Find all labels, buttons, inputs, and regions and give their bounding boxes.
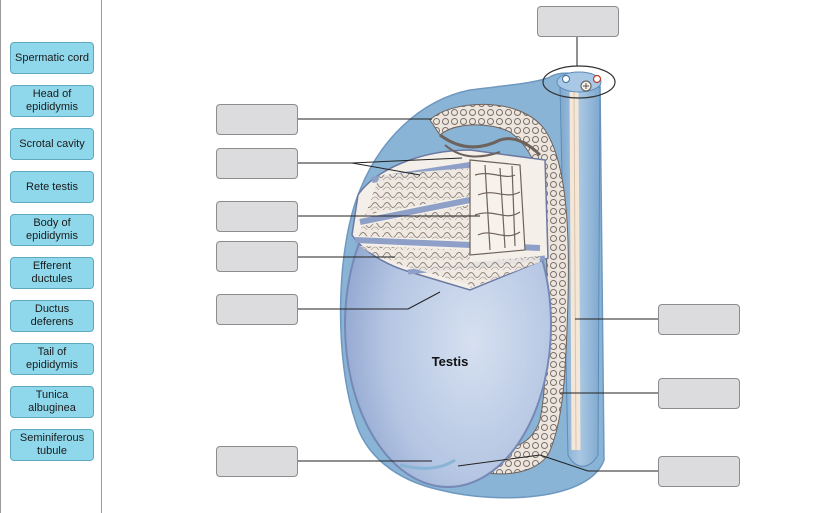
term-tunica-albuginea[interactable]: Tunica albuginea [10,386,94,418]
drop-target-9[interactable] [658,456,740,487]
drop-target-5[interactable] [216,294,298,325]
drop-target-cord-section[interactable] [537,6,619,37]
efferent-ductules-shape [439,133,542,157]
term-seminiferous-tubule[interactable]: Seminiferous tubule [10,429,94,461]
drop-target-7[interactable] [658,304,740,335]
drop-target-3[interactable] [216,201,298,232]
term-scrotal-cavity[interactable]: Scrotal cavity [10,128,94,160]
term-spermatic-cord[interactable]: Spermatic cord [10,42,94,74]
drop-target-2[interactable] [216,148,298,179]
term-body-of-epididymis[interactable]: Body of epididymis [10,214,94,246]
term-ductus-deferens[interactable]: Ductus deferens [10,300,94,332]
drop-target-4[interactable] [216,241,298,272]
rete-testis-network [469,159,526,256]
drop-target-6[interactable] [216,446,298,477]
term-efferent-ductules[interactable]: Efferent ductules [10,257,94,289]
term-tail-of-epididymis[interactable]: Tail of epididymis [10,343,94,375]
drop-target-8[interactable] [658,378,740,409]
term-bank: Spermatic cord Head of epididymis Scrota… [0,0,102,513]
term-head-of-epididymis[interactable]: Head of epididymis [10,85,94,117]
leader-lines [298,37,658,472]
term-rete-testis[interactable]: Rete testis [10,171,94,203]
drop-target-1[interactable] [216,104,298,135]
testis-label: Testis [431,354,469,369]
cord-cross-section [542,65,616,99]
